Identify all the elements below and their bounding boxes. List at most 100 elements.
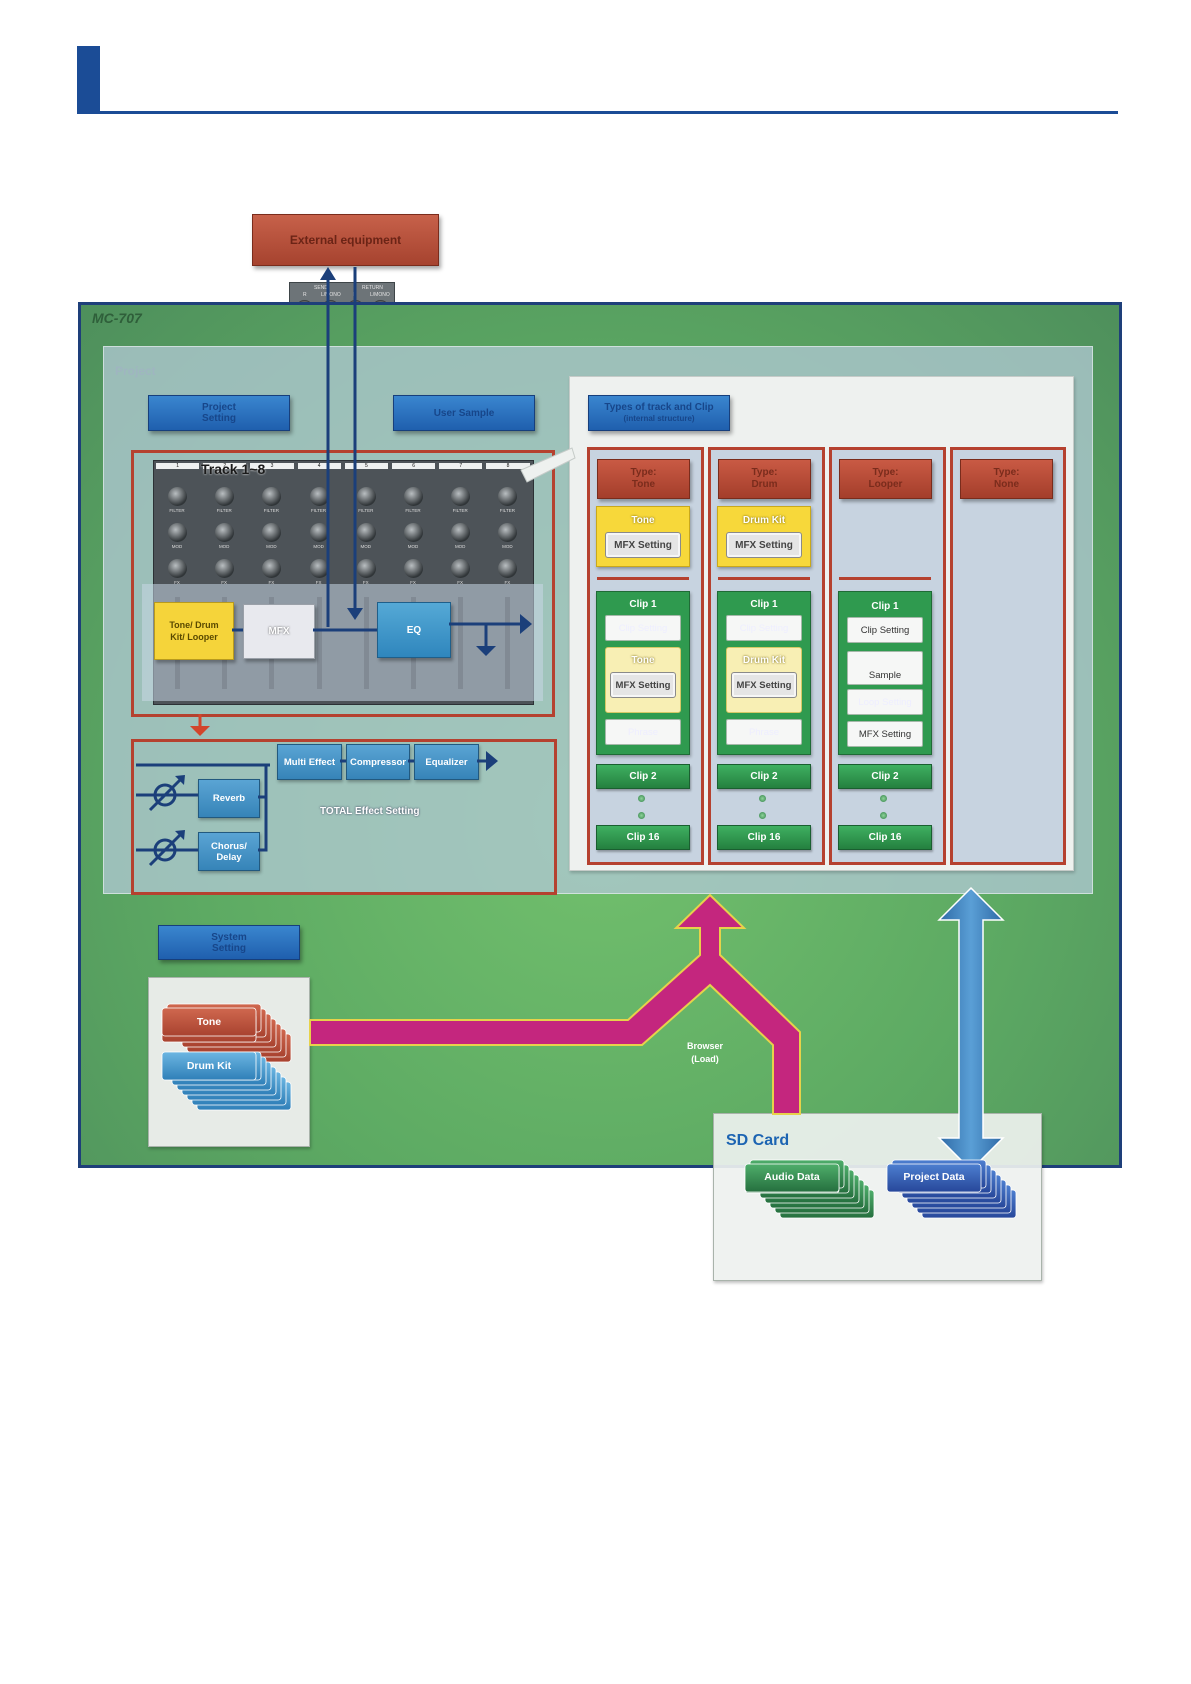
audio-data-stack-icon	[744, 1159, 875, 1219]
knob-label-mod-8: MOD	[502, 544, 513, 549]
frame-link-arrowhead	[190, 726, 210, 736]
drumkit-stack-label: Drum Kit	[186, 1060, 232, 1072]
return-lmono-label: L/MONO	[370, 292, 390, 298]
type-drum-label: Type: Drum	[751, 467, 778, 490]
system-setting-box: System Setting	[158, 925, 300, 960]
knob-mod-7	[451, 523, 471, 542]
knob-label-fx-7: FX	[457, 580, 464, 585]
knob-filter-5	[356, 487, 376, 506]
knob-label-mod-4: MOD	[313, 544, 324, 549]
knob-label-fx-6: FX	[410, 580, 416, 585]
chorus-return-line	[258, 797, 268, 852]
tone-inner-box: Tone MFX Setting	[605, 647, 681, 713]
compressor-label: Compressor	[350, 756, 406, 768]
reverb-send-level-icon	[153, 783, 177, 807]
strip-number-5: 5	[344, 463, 388, 469]
strip-number-8: 8	[486, 463, 530, 469]
tone-phrase-label: Phrase	[627, 726, 659, 738]
equalizer-box: Equalizer	[414, 744, 479, 780]
strip-number-3: 3	[250, 463, 294, 469]
knob-fx-8	[498, 559, 518, 578]
strip-number-6: 6	[392, 463, 436, 469]
types-of-track-sublabel: (internal structure)	[623, 414, 695, 423]
tone-box: Tone MFX Setting	[596, 506, 690, 567]
tone-clip2-label: Clip 2	[629, 771, 657, 782]
drum-dot-2	[759, 812, 766, 819]
mc707-label: MC-707	[92, 310, 142, 326]
knob-mod-1	[168, 523, 187, 542]
knob-filter-1	[168, 487, 187, 506]
knob-fx-4	[309, 559, 329, 578]
looper-mfx-setting-slot: MFX Setting	[847, 721, 923, 747]
project-data-double-arrow	[937, 886, 1005, 1172]
drum-clip2-label: Clip 2	[750, 771, 778, 782]
send-label: SEND	[314, 285, 328, 291]
knob-filter-7	[451, 487, 471, 506]
looper-clip-setting-label: Clip Setting	[860, 624, 910, 636]
reverb-send-level-slash	[148, 776, 184, 812]
type-tone-label: Type: Tone	[630, 467, 657, 490]
drum-inner-mfx: MFX Setting	[731, 672, 797, 698]
looper-clip-setting-slot: Clip Setting	[847, 617, 923, 643]
reverb-return-line	[258, 765, 268, 799]
looper-divider	[839, 577, 931, 580]
knob-filter-3	[262, 487, 282, 506]
chain-arrowhead	[520, 614, 532, 634]
chorus-send-level-slash	[148, 831, 184, 867]
tone-mfx-setting-label: MFX Setting	[614, 539, 672, 551]
knob-fx-6	[404, 559, 423, 578]
browser-label: Browser	[686, 1041, 723, 1051]
chorus-send-level-icon	[153, 838, 177, 862]
load-label: (Load)	[691, 1054, 719, 1064]
user-sample-box: User Sample	[393, 395, 535, 431]
tone-inner-mfx-label: MFX Setting	[615, 679, 671, 691]
looper-clip1-label: Clip 1	[871, 601, 899, 612]
tone-dot-1	[638, 795, 645, 802]
project-data-label: Project Data	[903, 1171, 965, 1183]
drum-inner-mfx-label: MFX Setting	[736, 679, 792, 691]
drumkit-stack-icon	[161, 1051, 292, 1111]
tone-clip-setting-label: Clip Setting	[618, 622, 668, 634]
browser-load-label: Browser (Load)	[680, 1040, 730, 1066]
compressor-box: Compressor	[346, 744, 410, 780]
send-lmono-label: L/MONO	[321, 292, 341, 298]
knob-mod-4	[309, 523, 329, 542]
knob-mod-5	[356, 523, 376, 542]
looper-clip1-box: Clip 1 Clip Setting Sample Loop Setting …	[838, 591, 932, 755]
drum-clip16: Clip 16	[717, 825, 811, 850]
knob-label-filter-7: FILTER	[452, 508, 468, 513]
return-label: RETURN	[362, 285, 383, 291]
knob-label-mod-6: MOD	[407, 544, 419, 549]
total-effect-setting-label: TOTAL Effect Setting	[320, 806, 420, 817]
drum-clip1-label: Clip 1	[750, 599, 778, 610]
sd-card-title: SD Card	[726, 1132, 790, 1149]
tone-dot-2	[638, 812, 645, 819]
browser-load-arrow	[309, 893, 801, 1115]
callout-pointer	[520, 447, 576, 483]
type-none-label: Type: None	[993, 467, 1020, 490]
drum-inner-label: Drum Kit	[742, 655, 786, 666]
drum-inner-box: Drum Kit MFX Setting	[726, 647, 802, 713]
type-looper-label: Type: Looper	[868, 467, 903, 490]
knob-fx-1	[168, 559, 187, 578]
tone-inner-mfx: MFX Setting	[610, 672, 676, 698]
knob-label-filter-2: FILTER	[216, 508, 232, 513]
track-label: Track 1~8	[201, 461, 266, 477]
effects-frame	[131, 739, 557, 895]
drum-phrase-slot: Phrase	[726, 719, 802, 745]
looper-dot-1	[880, 795, 887, 802]
knob-label-filter-5: FILTER	[358, 508, 374, 513]
project-data-stack-icon	[886, 1159, 1017, 1219]
project-setting-label: Project Setting	[202, 402, 236, 424]
external-equipment-box: External equipment	[252, 214, 439, 266]
knob-filter-4	[309, 487, 329, 506]
types-of-track-label: Types of track and Clip	[604, 402, 714, 413]
type-drum-header: Type: Drum	[718, 459, 811, 499]
knob-label-filter-3: FILTER	[263, 508, 279, 513]
drum-clip-setting-slot: Clip Setting	[726, 615, 802, 641]
multi-effect-box: Multi Effect	[277, 744, 342, 780]
tone-stack-label: Tone	[196, 1016, 222, 1028]
tone-clip1-box: Clip 1 Clip Setting Tone MFX Setting Phr…	[596, 591, 690, 755]
tone-box-label: Tone	[631, 515, 655, 526]
